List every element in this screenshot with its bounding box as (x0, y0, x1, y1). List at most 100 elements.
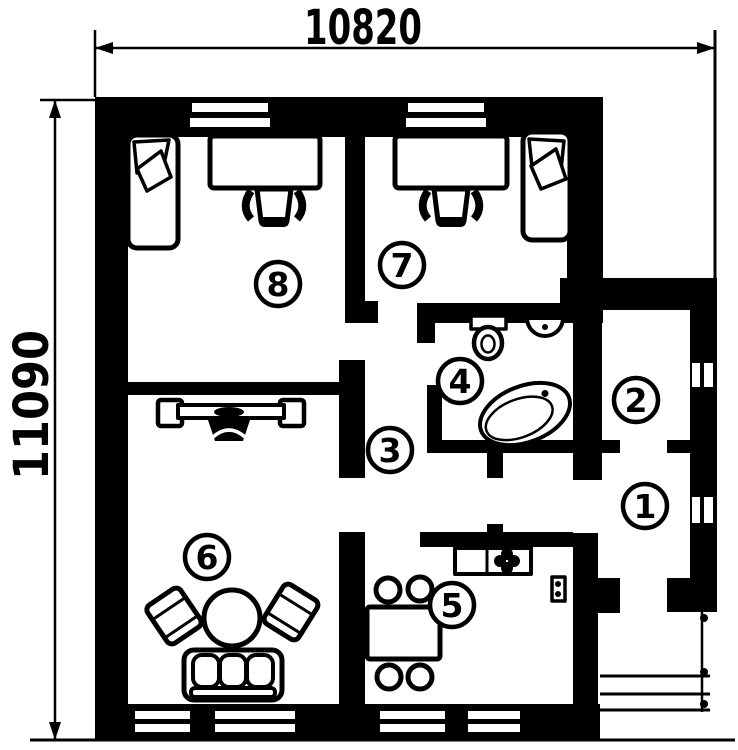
toilet-icon (469, 314, 508, 362)
window-pane (468, 724, 520, 732)
wall-bath-door-jamb (417, 303, 435, 343)
armchair-icon (144, 585, 204, 647)
window-icon-room2 (692, 363, 713, 387)
wall-entry-bottom-left (598, 578, 620, 613)
desk-icon (207, 133, 323, 191)
armchair-seam (151, 596, 187, 621)
window-pane (380, 724, 445, 732)
armchair-body (144, 585, 204, 647)
wall-entry-bottom-right (667, 578, 717, 612)
porch-steps (600, 612, 710, 712)
sink-counter-icon (453, 546, 533, 576)
tub-inner (484, 395, 554, 442)
basin-drain (542, 324, 548, 330)
room-1-label: 1 (634, 487, 657, 526)
kitchen-chair-icon (405, 574, 435, 604)
window-icon-room7 (406, 103, 486, 127)
wall-corridor-left-upper (339, 360, 365, 478)
room-6-label: 6 (196, 538, 219, 577)
wall-kitchen-right (573, 533, 598, 710)
room7-furniture (392, 129, 573, 243)
wall-bath-bottom (427, 440, 620, 453)
wall-room7-right (567, 97, 603, 323)
arrow-icon-left (95, 42, 113, 54)
room4-furniture (469, 314, 573, 448)
dimension-annotations (30, 30, 735, 742)
wall-divider-8-7-foot (345, 301, 378, 323)
chair-arm (241, 188, 255, 222)
faucet-icon (494, 548, 520, 574)
window-icon-kitchen-1 (380, 711, 445, 732)
window-icon-kitchen-2 (468, 711, 520, 732)
blanket-fold-icon (135, 149, 173, 193)
window-pane (135, 711, 190, 719)
room5-furniture (364, 546, 567, 692)
room-3-marker: 3 (365, 425, 415, 475)
kitchen-chair-icon (374, 662, 404, 692)
arrow-icon-down (49, 722, 61, 740)
walls (95, 97, 717, 740)
sofa-cushion (245, 653, 275, 689)
chair-arm (418, 188, 432, 222)
window-pane (692, 363, 700, 387)
room-8-marker: 8 (253, 259, 303, 309)
chair-base (436, 217, 466, 227)
room-6-marker: 6 (182, 532, 232, 582)
wall-bath-stub (487, 440, 503, 478)
window-icon-living-1 (135, 711, 190, 732)
window-pane (135, 724, 190, 732)
window-pane (704, 497, 713, 523)
chair-seat (254, 186, 294, 224)
window-pane (406, 118, 486, 127)
window-pane (215, 711, 295, 719)
chair-seat (431, 186, 471, 224)
windows (135, 103, 713, 732)
room-8-label: 8 (267, 265, 290, 304)
tub-drain (541, 389, 549, 397)
room-2-marker: 2 (611, 375, 661, 425)
wall-bath-left (427, 385, 442, 442)
armchair-body (261, 581, 321, 643)
window-pane (190, 118, 270, 127)
sofa-cushion (191, 653, 221, 689)
armchair-seam (163, 614, 199, 640)
washbasin-icon (525, 316, 565, 338)
sofa-base (189, 686, 277, 699)
room-4-marker: 4 (435, 356, 485, 406)
window-pane (468, 711, 520, 719)
wall-kitchen-knob (487, 524, 503, 536)
porch-post (700, 700, 708, 708)
window-pane (192, 103, 268, 112)
door-leaf-body (550, 575, 567, 603)
chair-arm (470, 188, 484, 222)
blanket-fold-icon (529, 147, 568, 191)
window-pane (704, 363, 713, 387)
room-2-label: 2 (625, 381, 648, 420)
round-table-icon (201, 587, 263, 649)
room-3-label: 3 (379, 431, 402, 470)
dimension-width-label: 10820 (304, 0, 422, 56)
room-1-marker: 1 (620, 481, 670, 531)
arrow-icon-up (49, 100, 61, 118)
kitchen-chair-icon (405, 662, 435, 692)
bathtub-icon (477, 380, 573, 448)
chair-icon (418, 186, 484, 227)
armchair-icon (261, 581, 321, 643)
window-icon-living-2 (215, 711, 295, 732)
window-icon-room1 (692, 497, 713, 523)
window-pane (380, 711, 445, 719)
arrow-icon-right (697, 42, 715, 54)
door-hinge (555, 581, 561, 587)
window-icon-room8 (190, 103, 270, 127)
window-pane (215, 724, 295, 732)
wall-kitchen-top (420, 532, 573, 547)
chair-arm (293, 188, 307, 222)
wall-room8-bottom (128, 382, 365, 395)
wall-bath-bottom-right (667, 440, 690, 453)
window-pane (692, 497, 700, 523)
room-7-label: 7 (391, 246, 414, 285)
wall-left (95, 97, 128, 740)
toilet-bowl-inner (480, 334, 496, 354)
sofa-icon (181, 647, 285, 703)
